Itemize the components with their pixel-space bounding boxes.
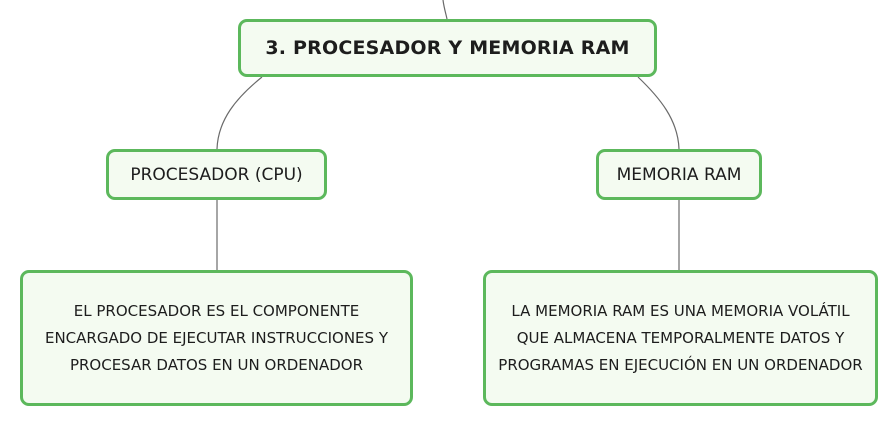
- ram-description-node[interactable]: LA MEMORIA RAM ES UNA MEMORIA VOLÁTIL QU…: [483, 270, 878, 406]
- connector-root-to-cpu: [216, 76, 263, 150]
- processor-topic-node[interactable]: PROCESADOR (CPU): [106, 149, 327, 200]
- ram-topic-label: MEMORIA RAM: [616, 164, 742, 185]
- ram-description-text: LA MEMORIA RAM ES UNA MEMORIA VOLÁTIL QU…: [498, 301, 863, 374]
- processor-topic-label: PROCESADOR (CPU): [130, 164, 303, 185]
- processor-description-node[interactable]: EL PROCESADOR ES EL COMPONENTE ENCARGADO…: [20, 270, 413, 406]
- root-topic-label: 3. PROCESADOR Y MEMORIA RAM: [265, 37, 630, 59]
- incoming-connector: [442, 0, 448, 20]
- ram-topic-node[interactable]: MEMORIA RAM: [596, 149, 762, 200]
- processor-description-text: EL PROCESADOR ES EL COMPONENTE ENCARGADO…: [44, 301, 388, 374]
- connector-root-to-ram: [637, 76, 680, 150]
- root-topic-node[interactable]: 3. PROCESADOR Y MEMORIA RAM: [238, 19, 657, 77]
